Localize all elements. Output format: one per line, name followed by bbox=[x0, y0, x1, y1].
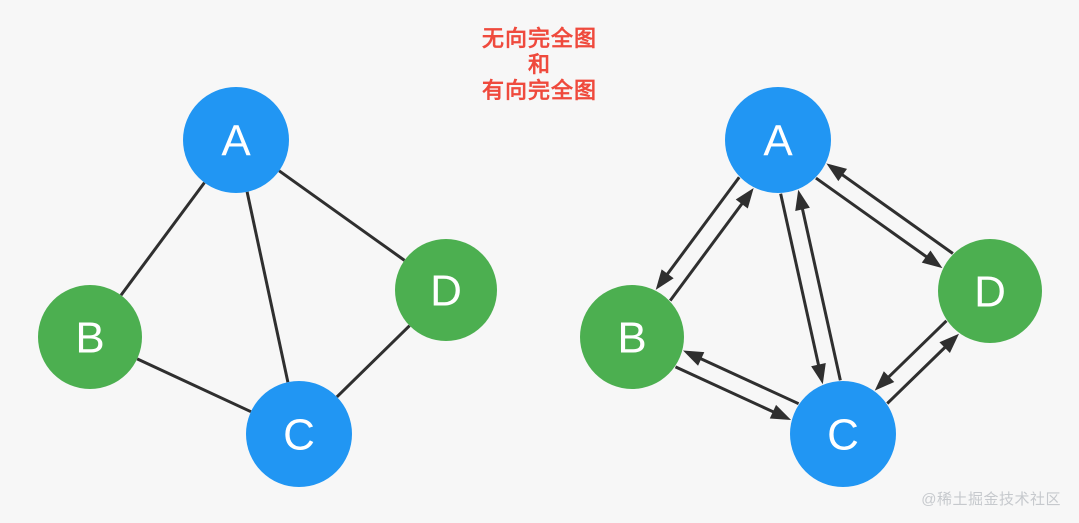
edge-b-c bbox=[136, 357, 252, 414]
node-a[interactable]: A bbox=[183, 87, 289, 193]
edge-a-b bbox=[119, 181, 206, 297]
node-label-c: C bbox=[827, 411, 859, 460]
watermark-text: @稀土掘金技术社区 bbox=[921, 491, 1061, 508]
node-circle-b[interactable] bbox=[580, 285, 684, 389]
node-label-b: B bbox=[75, 314, 104, 363]
arrow-a-to-b bbox=[661, 176, 741, 282]
node-c[interactable]: C bbox=[790, 381, 896, 487]
edge-a-d bbox=[278, 169, 406, 262]
arrowhead-b-to-c bbox=[769, 404, 792, 421]
edge-layer bbox=[655, 163, 960, 421]
edge-a-c bbox=[245, 191, 290, 383]
node-b[interactable]: B bbox=[38, 285, 142, 389]
node-a[interactable]: A bbox=[725, 87, 831, 193]
node-circle-b[interactable] bbox=[38, 285, 142, 389]
arrowhead-a-to-c bbox=[811, 363, 826, 385]
arrow-d-to-a bbox=[834, 168, 954, 255]
arrow-a-to-d bbox=[815, 176, 935, 264]
node-circle-a[interactable] bbox=[725, 87, 831, 193]
node-b[interactable]: B bbox=[580, 285, 684, 389]
node-d[interactable]: D bbox=[938, 239, 1042, 343]
node-circle-d[interactable] bbox=[938, 239, 1042, 343]
arrowhead-c-to-a bbox=[795, 189, 810, 211]
arrowhead-d-to-a bbox=[826, 163, 848, 182]
node-label-c: C bbox=[283, 411, 315, 460]
edge-layer bbox=[119, 169, 411, 414]
arrow-c-to-a bbox=[799, 200, 842, 381]
arrow-a-to-c bbox=[779, 193, 822, 374]
node-label-d: D bbox=[974, 268, 1006, 317]
arrow-c-to-d bbox=[886, 340, 953, 405]
node-circle-c[interactable] bbox=[790, 381, 896, 487]
arrow-b-to-c bbox=[674, 365, 782, 417]
node-circle-c[interactable] bbox=[246, 381, 352, 487]
undirected-graph: A B C D bbox=[38, 87, 497, 487]
arrow-b-to-a bbox=[668, 195, 749, 302]
arrowhead-c-to-d bbox=[939, 333, 960, 354]
arrowhead-c-to-b bbox=[683, 350, 705, 366]
node-label-d: D bbox=[430, 267, 462, 316]
directed-graph: A B C D bbox=[580, 87, 1042, 487]
arrowhead-a-to-b bbox=[655, 269, 674, 290]
arrowhead-d-to-c bbox=[874, 371, 895, 391]
node-circle-d[interactable] bbox=[395, 239, 497, 341]
arrow-d-to-c bbox=[881, 319, 948, 384]
arrowhead-a-to-d bbox=[921, 250, 943, 269]
node-label-a: A bbox=[221, 117, 251, 166]
arrow-c-to-b bbox=[692, 353, 800, 406]
node-circle-a[interactable] bbox=[183, 87, 289, 193]
node-d[interactable]: D bbox=[395, 239, 497, 341]
node-c[interactable]: C bbox=[246, 381, 352, 487]
edge-c-d bbox=[335, 324, 411, 398]
node-label-b: B bbox=[617, 314, 646, 363]
node-label-a: A bbox=[763, 117, 793, 166]
arrowhead-b-to-a bbox=[735, 187, 754, 209]
